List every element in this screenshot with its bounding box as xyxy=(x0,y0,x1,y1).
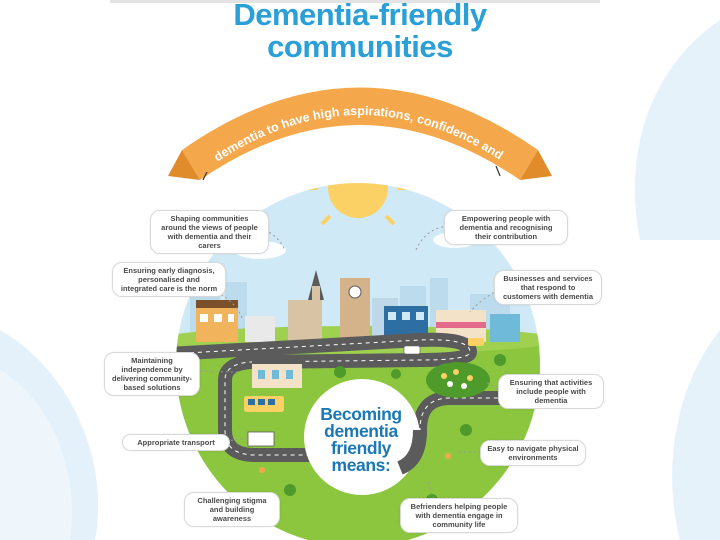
background-swoosh-left xyxy=(0,330,99,540)
center-line-1: Becoming xyxy=(320,404,402,424)
label-ensuring-activities: Ensuring that activities include people … xyxy=(498,374,604,409)
label-appropriate-transport: Appropriate transport xyxy=(122,434,230,451)
scene-circle xyxy=(176,183,540,540)
sun-icon xyxy=(328,183,388,218)
label-empowering-people: Empowering people with dementia and reco… xyxy=(444,210,568,245)
banner: Empowering people with dementia to have … xyxy=(0,0,552,181)
title-line-2: communities xyxy=(267,29,453,64)
top-divider xyxy=(110,0,600,3)
center-heading: Becoming dementia friendly means: xyxy=(306,404,416,475)
center-line-3: friendly xyxy=(330,438,391,458)
center-bubble xyxy=(304,379,420,495)
label-befrienders: Befrienders helping people with dementia… xyxy=(400,498,518,533)
park xyxy=(426,362,490,398)
label-businesses-services: Businesses and services that respond to … xyxy=(494,270,602,305)
title-line-1: Dementia-friendly xyxy=(233,0,487,32)
label-maintaining-independence: Maintaining independence by delivering c… xyxy=(104,352,200,396)
label-challenging-stigma: Challenging stigma and building awarenes… xyxy=(184,492,280,527)
center-line-4: means: xyxy=(331,455,391,475)
background-swoosh-right xyxy=(634,20,720,540)
label-early-diagnosis: Ensuring early diagnosis, personalised a… xyxy=(112,262,226,297)
banner-text: Empowering people with dementia to have … xyxy=(0,0,506,164)
label-shaping-communities: Shaping communities around the views of … xyxy=(150,210,269,254)
center-line-2: dementia xyxy=(324,421,398,441)
label-easy-navigate: Easy to navigate physical environments xyxy=(480,440,586,466)
